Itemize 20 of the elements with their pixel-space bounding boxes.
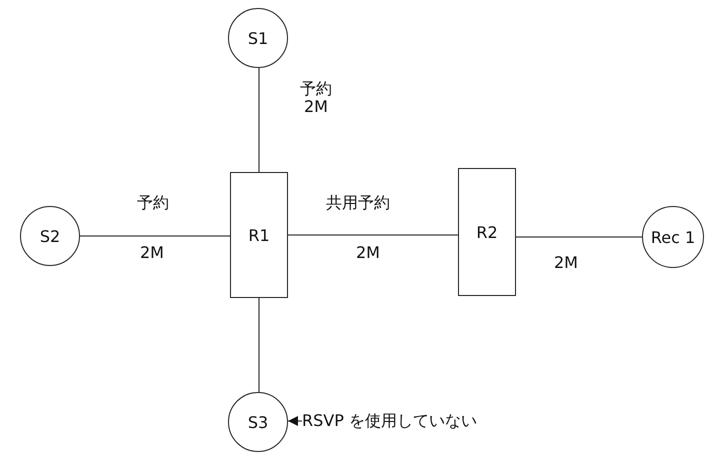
node-label: R2 (476, 222, 498, 242)
bandwidth-label: 予約 (136, 194, 170, 212)
connector-line (258, 298, 260, 393)
connector-line (516, 236, 642, 238)
connector-line (288, 234, 458, 236)
bandwidth-label: 2M (139, 244, 165, 262)
arrow (287, 416, 302, 426)
node-label: S2 (40, 226, 60, 246)
node-label: S3 (248, 412, 268, 432)
router-box (230, 172, 288, 298)
bandwidth-label: 予約 2M (299, 80, 333, 117)
router-box (458, 168, 516, 296)
connector-line (258, 67, 260, 172)
bandwidth-label: 2M (553, 254, 579, 272)
bandwidth-label: 共用予約 (325, 194, 391, 212)
node-label: R1 (248, 226, 270, 244)
bandwidth-label: 2M (355, 244, 381, 262)
node-label: S1 (248, 28, 268, 48)
note-text: RSVP を使用していない (302, 410, 477, 432)
node-label: Rec 1 (650, 228, 696, 246)
